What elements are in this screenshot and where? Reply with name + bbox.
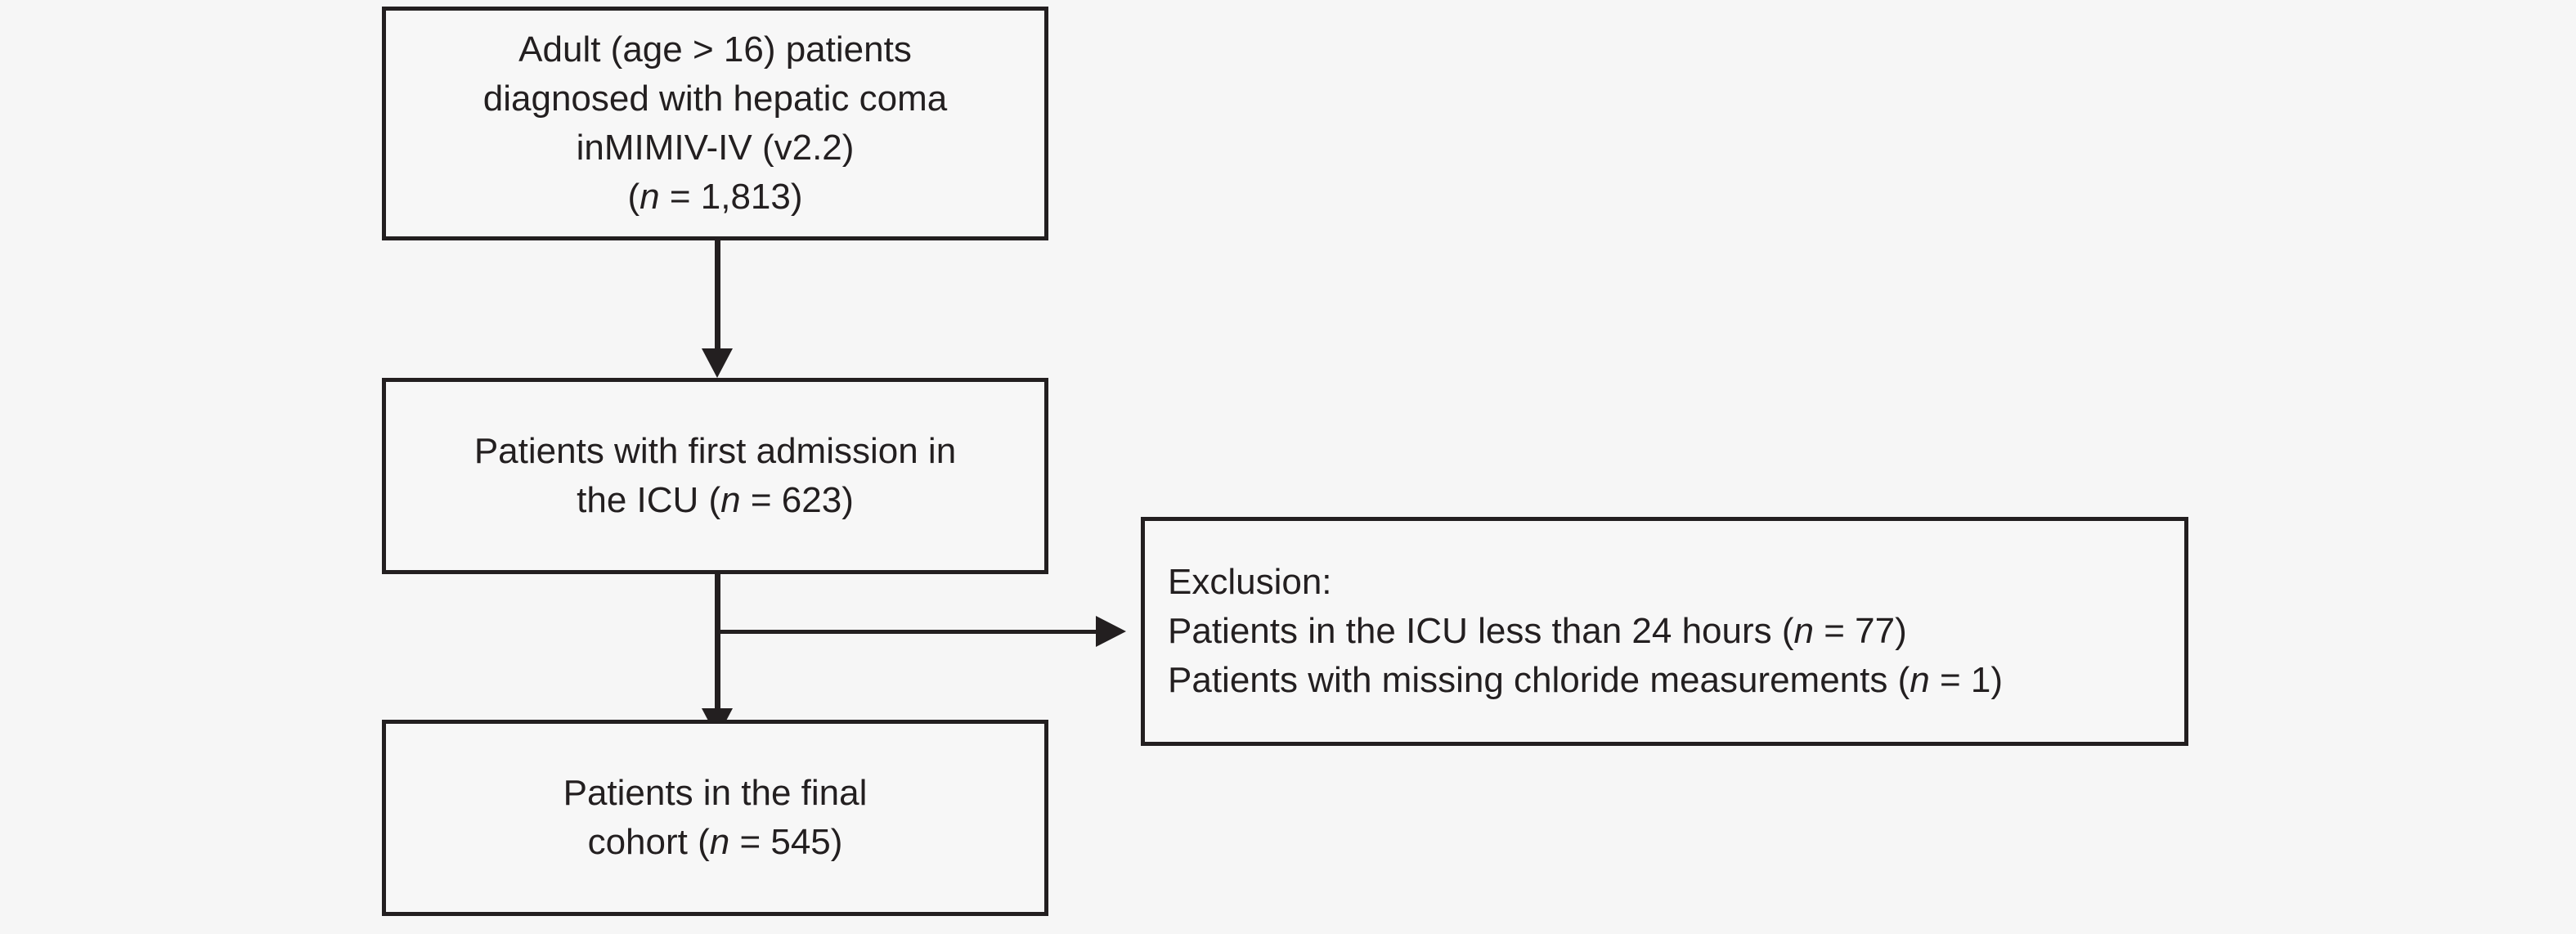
n-symbol: n (720, 480, 741, 520)
node-final-cohort-line-1: Patients in the final (563, 773, 868, 813)
n-symbol: n (1793, 611, 1814, 651)
n-value: = 1) (1929, 660, 2004, 700)
count-prefix: the ICU ( (577, 480, 721, 520)
n-symbol: n (640, 177, 660, 217)
node-source-cohort-count: (n = 1,813) (627, 173, 802, 222)
connector-firstadmission-to-final-stem (715, 574, 720, 712)
paren-open: ( (627, 177, 640, 217)
node-final-cohort: Patients in the final cohort (n = 545) (382, 720, 1048, 916)
node-first-admission-count: the ICU (n = 623) (577, 476, 854, 525)
arrowhead-right-icon-firstadmission-to-exclusion (1096, 616, 1126, 647)
node-source-cohort: Adult (age > 16) patients diagnosed with… (382, 7, 1048, 240)
n-value: = 1,813) (659, 177, 803, 217)
n-value: = 623) (740, 480, 854, 520)
node-first-admission-line-1: Patients with first admission in (473, 431, 957, 471)
node-final-cohort-count: cohort (n = 545) (588, 818, 843, 867)
node-exclusion: Exclusion: Patients in the ICU less than… (1141, 517, 2188, 746)
node-exclusion-criterion-1: Patients in the ICU less than 24 hours (… (1168, 607, 1907, 656)
arrowhead-down-icon-source-to-firstadmission (702, 348, 733, 378)
criterion-text: Patients with missing chloride measureme… (1168, 660, 1910, 700)
connector-source-to-firstadmission-stem (715, 240, 720, 351)
node-source-cohort-line-3: inMIMIV-IV (v2.2) (576, 128, 855, 168)
n-symbol: n (1910, 660, 1930, 700)
n-symbol: n (709, 822, 730, 862)
node-exclusion-heading: Exclusion: (1168, 562, 1332, 602)
count-prefix: cohort ( (587, 822, 710, 862)
n-value: = 545) (729, 822, 843, 862)
node-first-admission: Patients with first admission in the ICU… (382, 378, 1048, 574)
n-value: = 77) (1814, 611, 1907, 651)
connector-firstadmission-to-exclusion-line (717, 630, 1097, 634)
node-source-cohort-line-2: diagnosed with hepatic coma (482, 79, 948, 119)
criterion-text: Patients in the ICU less than 24 hours ( (1168, 611, 1794, 651)
node-exclusion-criterion-2: Patients with missing chloride measureme… (1168, 656, 2003, 705)
node-source-cohort-line-1: Adult (age > 16) patients (518, 29, 912, 70)
